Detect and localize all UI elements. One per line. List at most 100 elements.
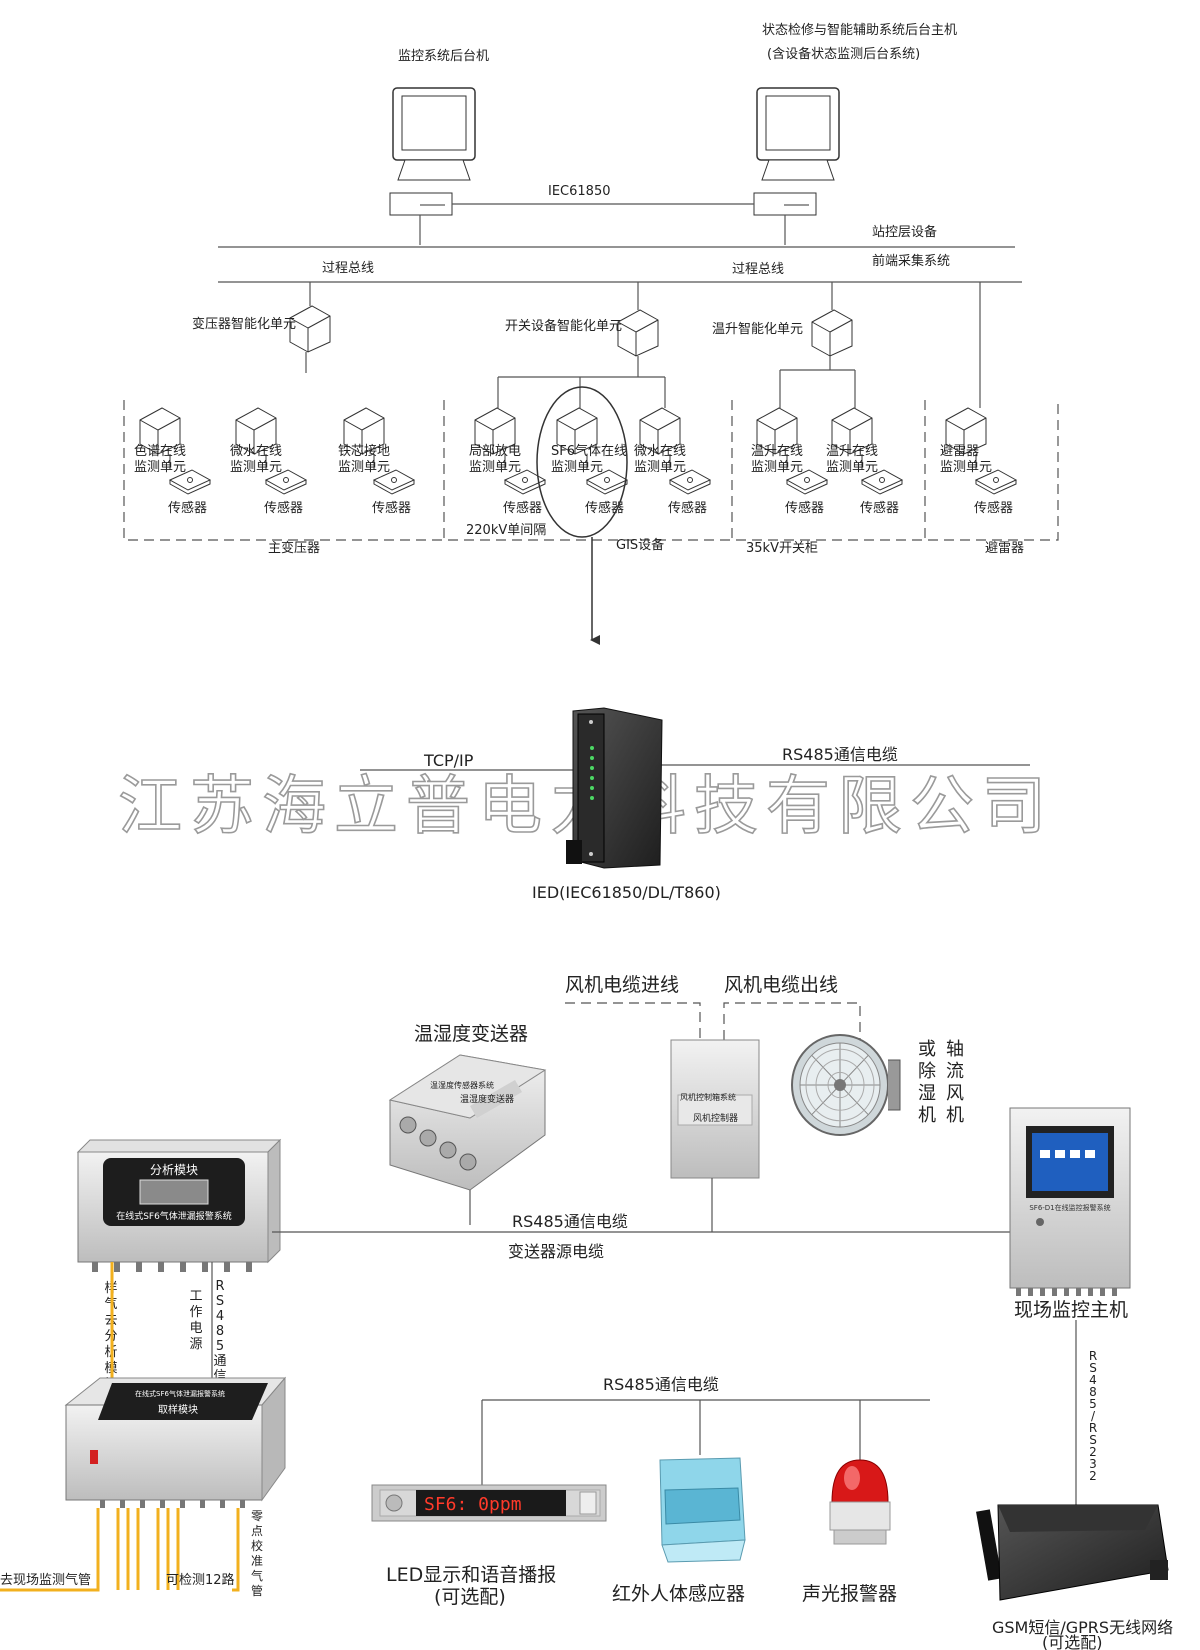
fan-cable-out-label: 风机电缆出线 [724, 974, 838, 996]
led-display-device: SF6: 0ppm [371, 1484, 607, 1522]
tcpip-label: TCP/IP [423, 751, 474, 770]
svg-text:R: R [1089, 1421, 1097, 1435]
analysis-module-device: 分析模块 在线式SF6气体泄漏报警系统 [76, 1138, 282, 1272]
led-screen-text: SF6: 0ppm [424, 1494, 522, 1515]
temp-unit-box [811, 309, 853, 357]
th-panel-text-1: 温湿度传感器系统 [430, 1080, 494, 1090]
station-layer-label: 站控层设备 [872, 224, 937, 240]
fan-controller-text-1: 风机控制箱系统 [680, 1092, 736, 1102]
rs485-comm-label: RS485通信 [213, 1279, 226, 1384]
monitor-backend-label: 监控系统后台机 [398, 49, 489, 64]
svg-text:3: 3 [1089, 1457, 1097, 1471]
group-main-transformer: 主变压器 [268, 540, 320, 556]
svg-text:/: / [1091, 1409, 1096, 1423]
th-transmitter-device: 温湿度传感器系统 温湿度变送器 [388, 1054, 547, 1191]
svg-text:R: R [1089, 1349, 1097, 1363]
th-panel-text-2: 温湿度变送器 [460, 1093, 514, 1105]
svg-text:8: 8 [1089, 1385, 1097, 1399]
gsm-modem-device [976, 1504, 1169, 1601]
rs485-cable-top-label: RS485通信电缆 [782, 745, 898, 764]
sensor-label: 传感器 [372, 500, 411, 516]
monitor-unit-label: 铁芯接地 [338, 443, 390, 459]
monitor-unit-label: 监测单元 [338, 460, 390, 475]
group-arrester: 避雷器 [985, 541, 1024, 556]
status-backend-label-1: 状态检修与智能辅助系统后台主机 [762, 23, 957, 38]
group-35kv: 35kV开关柜 [746, 541, 818, 556]
switchgear-unit-label: 开关设备智能化单元 [505, 318, 622, 334]
svg-text:工: 工 [189, 1289, 202, 1304]
svg-text:S: S [1089, 1361, 1097, 1375]
svg-text:机: 机 [918, 1105, 936, 1126]
monitor-backend-computer [389, 87, 476, 216]
monitor-unit-label: 避雷器 [940, 444, 979, 459]
svg-text:4: 4 [1089, 1373, 1097, 1387]
svg-text:轴: 轴 [946, 1039, 964, 1060]
svg-text:2: 2 [1089, 1469, 1097, 1483]
ied-device [566, 707, 663, 869]
site-monitor-host-device: SF6-D1在线监控报警系统 [1009, 1107, 1131, 1296]
led-label-1: LED显示和语音播报 [386, 1564, 556, 1586]
monitor-unit-label: 监测单元 [469, 460, 521, 475]
sampling-system-name: 在线式SF6气体泄漏报警系统 [135, 1389, 225, 1398]
monitor-unit-label: SF6气体在线 [551, 443, 627, 459]
svg-text:流: 流 [946, 1061, 964, 1082]
svg-text:2: 2 [1089, 1445, 1097, 1459]
svg-text:通: 通 [213, 1354, 226, 1369]
svg-text:机: 机 [946, 1105, 964, 1126]
svg-text:S: S [216, 1294, 224, 1309]
ied-label: IED(IEC61850/DL/T860) [532, 883, 721, 902]
monitor-unit-label: 监测单元 [551, 460, 603, 475]
sensor-label: 传感器 [860, 500, 899, 516]
detect-12-label: 可检测12路 [166, 1572, 235, 1588]
sampling-title: 取样模块 [158, 1403, 198, 1416]
svg-text:点: 点 [251, 1524, 263, 1538]
fan-controller-text-2: 风机控制器 [693, 1112, 738, 1124]
rs485-cable-low-label: RS485通信电缆 [603, 1375, 719, 1394]
status-backend-computer [753, 87, 840, 216]
monitor-unit-label: 监测单元 [230, 460, 282, 475]
th-transmitter-label: 温湿度变送器 [414, 1023, 528, 1045]
sf6-highlight-circle [536, 386, 628, 538]
monitor-unit-label: 微水在线 [230, 444, 282, 459]
monitor-unit-label: 温升在线 [826, 444, 878, 459]
group-220kv: 220kV单间隔 [466, 523, 546, 538]
svg-text:除: 除 [918, 1061, 936, 1082]
svg-text:准: 准 [251, 1554, 263, 1568]
monitor-unit-label: 温升在线 [751, 444, 803, 459]
svg-text:管: 管 [251, 1583, 263, 1598]
svg-text:S: S [1089, 1433, 1097, 1447]
monitor-unit-label: 监测单元 [826, 460, 878, 475]
led-label-2: (可选配) [434, 1586, 506, 1608]
temp-unit-label: 温升智能化单元 [712, 322, 803, 337]
process-bus-left-label: 过程总线 [322, 261, 374, 276]
sensor-label: 传感器 [785, 500, 824, 516]
sensor-label: 传感器 [668, 500, 707, 516]
fan-controller-device: 风机控制箱系统 风机控制器 [670, 1039, 760, 1179]
status-backend-label-2: (含设备状态监测后台系统) [767, 46, 920, 62]
host-panel-title: SF6-D1在线监控报警系统 [1029, 1203, 1110, 1212]
sensor-label: 传感器 [585, 500, 624, 516]
transformer-unit-box [289, 305, 331, 353]
fan-cable-in-label: 风机电缆进线 [565, 974, 679, 996]
svg-text:源: 源 [189, 1337, 202, 1352]
analysis-title: 分析模块 [150, 1163, 198, 1177]
iec-link-label: IEC61850 [548, 184, 610, 199]
svg-text:或: 或 [918, 1039, 936, 1060]
monitor-unit-label: 监测单元 [751, 460, 803, 475]
sensor-label: 传感器 [264, 500, 303, 516]
power-cable-label: 变送器源电缆 [508, 1242, 604, 1261]
svg-text:电: 电 [189, 1321, 202, 1336]
svg-text:校: 校 [251, 1538, 263, 1553]
svg-text:5: 5 [216, 1339, 224, 1354]
transformer-unit-label: 变压器智能化单元 [192, 316, 296, 332]
